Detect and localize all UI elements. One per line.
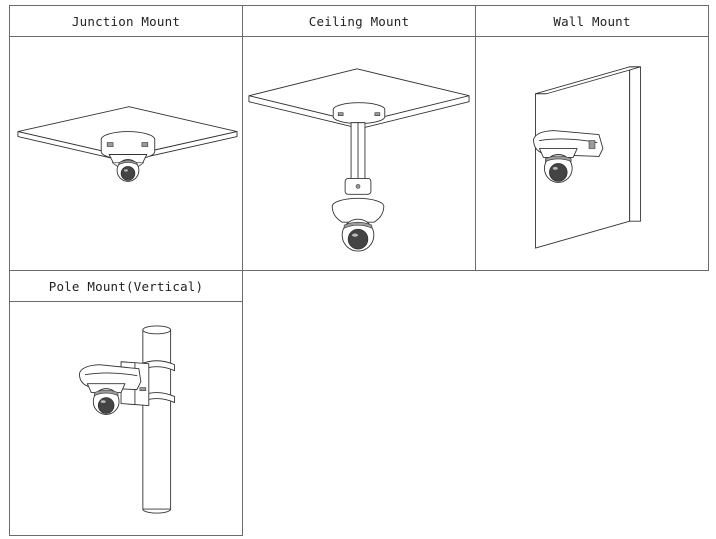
dome-camera-drawing [108,154,148,182]
panel-wall-mount: Wall Mount [475,5,709,271]
junction-mount-illustration [10,37,242,270]
wall-mount-illustration [476,37,708,270]
pole-mount-illustration [10,302,242,535]
panel-title: Wall Mount [476,6,708,37]
ceiling-mount-illustration [243,37,475,270]
wall-drawing [535,66,642,249]
mounting-plate-drawing [332,102,386,125]
panel-junction-mount: Junction Mount [9,5,243,271]
panel-ceiling-mount: Ceiling Mount [242,5,476,271]
panel-title: Junction Mount [10,6,242,37]
ceiling-slab-drawing [248,68,470,130]
dome-camera-drawing [331,197,385,252]
panel-pole-mount-vertical: Pole Mount(Vertical) [9,270,243,536]
panel-title: Ceiling Mount [243,6,475,37]
pendant-pole-drawing [344,122,372,195]
pole-drawing [142,325,172,514]
panel-title: Pole Mount(Vertical) [10,271,242,302]
dome-camera-drawing [539,148,578,183]
dome-camera-drawing [86,383,126,415]
